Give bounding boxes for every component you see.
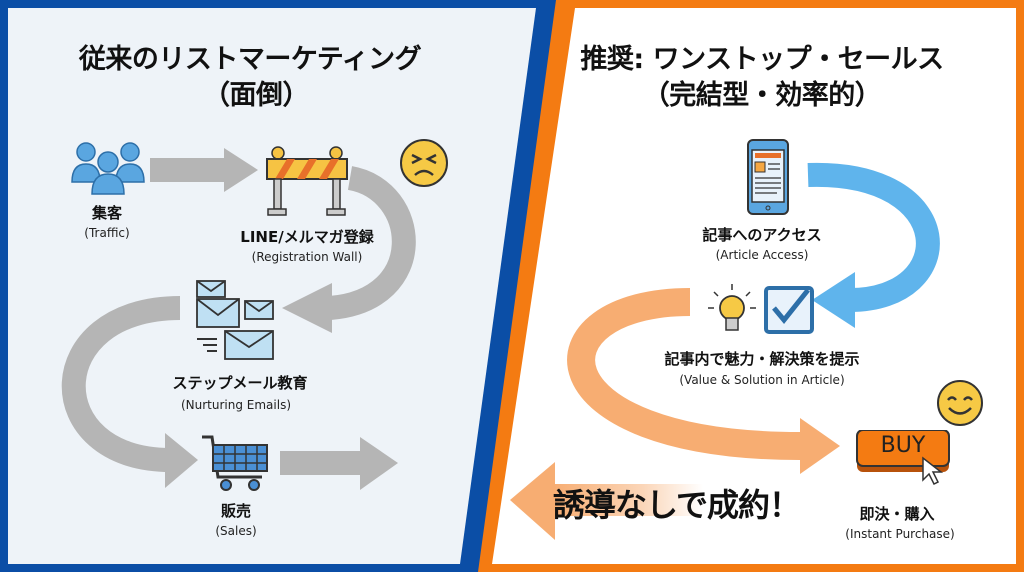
people-icon xyxy=(71,142,145,195)
smile-face-icon xyxy=(937,380,983,426)
step-article-access-sub: (Article Access) xyxy=(715,248,809,262)
left-panel xyxy=(8,8,536,564)
step-purchase-label: 即決・購入 xyxy=(859,505,935,523)
step-nurturing-label: ステップメール教育 xyxy=(172,374,308,392)
cart-icon xyxy=(202,435,268,491)
step-registration-sub: (Registration Wall) xyxy=(251,250,363,264)
step-value-label: 記事内で魅力・解決策を提示 xyxy=(664,350,860,368)
barrier-icon xyxy=(266,146,348,216)
orange-left-arrow xyxy=(510,462,555,540)
step-value-sub: (Value & Solution in Article) xyxy=(679,373,845,387)
step-registration-label: LINE/メルマガ登録 xyxy=(240,228,374,246)
step-purchase-sub: (Instant Purchase) xyxy=(845,527,955,541)
right-title: 推奨: ワンストップ・セールス xyxy=(580,44,944,75)
step-nurturing-sub: (Nurturing Emails) xyxy=(180,398,292,412)
gray-arrows xyxy=(61,158,416,475)
step-sales-sub: (Sales) xyxy=(215,524,257,538)
left-title: 従来のリストマーケティング xyxy=(78,44,422,75)
slogan: 誘導なしで成約！ xyxy=(553,486,801,524)
frustrated-face-icon xyxy=(400,139,448,187)
blue-arrow xyxy=(807,162,940,312)
step-sales-label: 販売 xyxy=(220,502,252,520)
right-subtitle: （完結型・効率的） xyxy=(642,80,882,111)
step-traffic-label: 集客 xyxy=(91,204,123,222)
step-article-access-label: 記事へのアクセス xyxy=(702,226,822,244)
left-subtitle: （面倒） xyxy=(203,80,310,111)
lightbulb-check-icon xyxy=(708,284,814,334)
buy-button-icon: BUY xyxy=(843,430,951,486)
buy-text: BUY xyxy=(880,433,926,458)
step-traffic-sub: (Traffic) xyxy=(84,226,130,240)
orange-arrow xyxy=(567,288,801,460)
envelopes-icon xyxy=(196,280,274,360)
tablet-icon xyxy=(747,139,789,215)
